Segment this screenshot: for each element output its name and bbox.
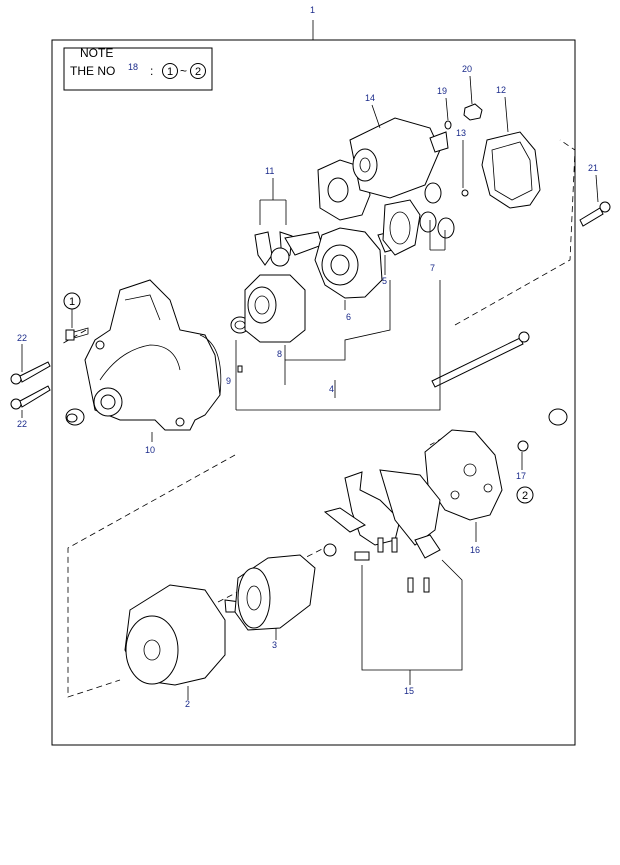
callout-5: 5	[382, 276, 387, 286]
callout-8: 8	[277, 349, 282, 359]
through-bolt-short-part	[579, 201, 611, 227]
note-box: NOTE THE NO 18 : 1 ~ 2	[63, 46, 213, 91]
callout-9: 9	[226, 376, 231, 386]
rear-screw-part	[517, 440, 529, 452]
bolt-part-upper	[10, 361, 51, 385]
drive-housing-part	[84, 279, 222, 431]
callout-15: 15	[404, 686, 414, 696]
callout-21: 21	[588, 163, 598, 173]
steel-ball-part	[461, 189, 469, 197]
drive-lever-part	[254, 231, 323, 267]
marker-2-text: 2	[522, 490, 528, 502]
note-title: NOTE	[80, 46, 113, 60]
callout-22-upper: 22	[17, 333, 27, 343]
callout-11: 11	[265, 166, 274, 176]
marker-2: 2	[516, 486, 534, 504]
planet-gear-part	[419, 182, 455, 239]
callout-4: 4	[329, 384, 334, 394]
callout-22-lower: 22	[17, 419, 27, 429]
rear-bushing-part	[548, 408, 568, 426]
callout-12: 12	[496, 85, 506, 95]
callout-6: 6	[346, 312, 351, 322]
brush-holder-part	[323, 469, 441, 593]
diagram-frame	[51, 39, 576, 746]
callout-10: 10	[145, 445, 155, 455]
washer-part	[444, 120, 452, 130]
note-ref-number: 18	[128, 62, 138, 72]
callout-17: 17	[516, 471, 526, 481]
armature-part	[224, 554, 316, 631]
bushing-part	[65, 408, 85, 426]
callout-19: 19	[437, 86, 447, 96]
through-bolt-long-part	[431, 331, 530, 388]
magnetic-switch-part	[317, 117, 449, 221]
callout-14: 14	[365, 93, 375, 103]
marker-1-text: 1	[69, 296, 75, 308]
callout-16: 16	[470, 545, 480, 555]
gear-cover-part	[481, 131, 541, 209]
note-prefix: THE NO	[70, 64, 115, 78]
planet-shaft-part	[377, 199, 421, 256]
yoke-part	[124, 584, 226, 686]
callout-20: 20	[462, 64, 472, 74]
marker-1: 1	[63, 292, 81, 310]
planetary-housing-part	[314, 227, 383, 299]
callout-1: 1	[310, 5, 315, 15]
bolt-part-lower	[10, 385, 51, 410]
callout-3: 3	[272, 640, 277, 650]
callout-2: 2	[185, 699, 190, 709]
callout-7: 7	[430, 263, 435, 273]
note-range-from: 1	[167, 66, 173, 78]
note-range-tilde: ~	[180, 64, 187, 78]
note-separator: :	[150, 64, 153, 78]
overrunning-clutch-part	[244, 274, 306, 343]
screw-part	[65, 327, 89, 341]
callout-13: 13	[456, 128, 466, 138]
nut-part	[463, 103, 483, 121]
note-range-to: 2	[195, 66, 201, 78]
